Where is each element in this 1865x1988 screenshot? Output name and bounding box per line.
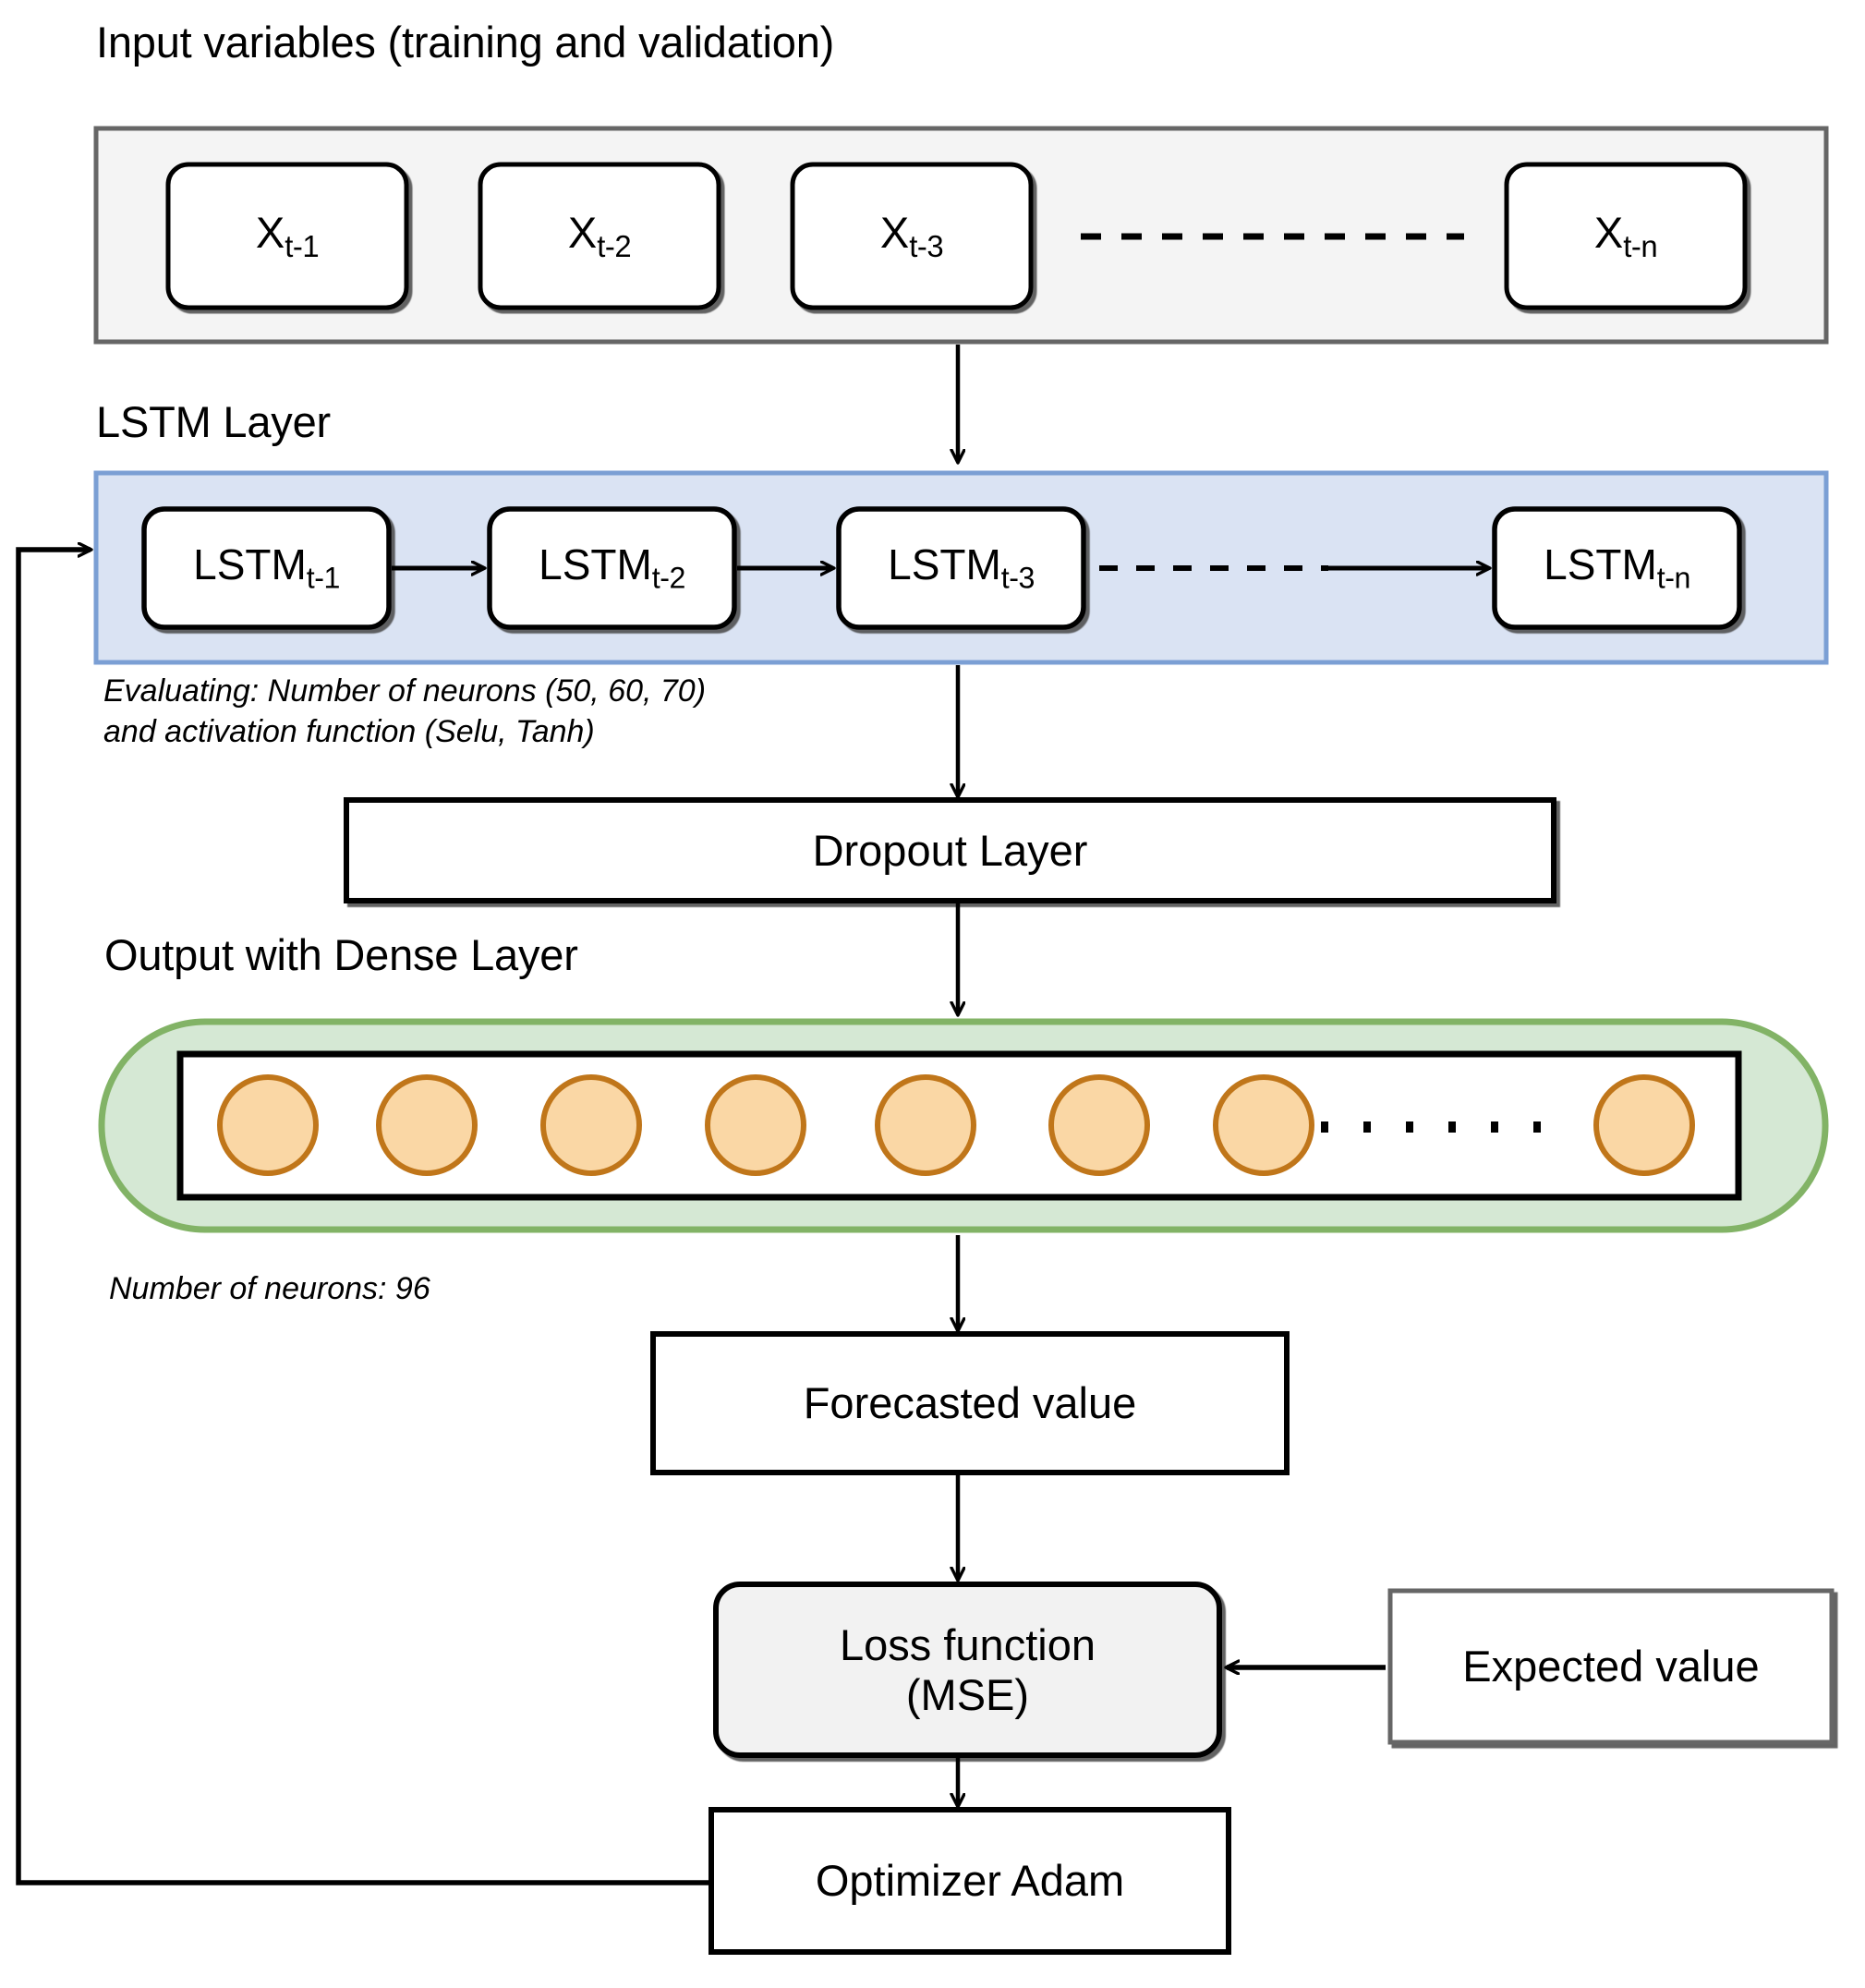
forecasted-value-box[interactable]	[650, 1331, 1290, 1475]
dense-neuron[interactable]	[705, 1074, 806, 1176]
lstm-node-box[interactable]	[1492, 506, 1742, 630]
lstm-evaluation-note-line2: and activation function (Selu, Tanh)	[103, 714, 595, 749]
input-node-box[interactable]	[790, 162, 1034, 310]
input-section-title: Input variables (training and validation…	[96, 18, 835, 67]
dense-neuron[interactable]	[376, 1074, 478, 1176]
loss-function-box[interactable]	[713, 1582, 1222, 1758]
optimizer-box[interactable]	[708, 1807, 1231, 1955]
dense-neuron[interactable]	[875, 1074, 976, 1176]
input-node-box[interactable]	[165, 162, 409, 310]
dense-section-title: Output with Dense Layer	[104, 930, 578, 979]
dense-neuron[interactable]	[540, 1074, 642, 1176]
dense-neuron[interactable]	[1593, 1074, 1695, 1176]
lstm-node-box[interactable]	[487, 506, 737, 630]
input-node-box[interactable]	[478, 162, 721, 310]
lstm-node-box[interactable]	[836, 506, 1086, 630]
dense-neuron[interactable]	[1048, 1074, 1150, 1176]
expected-value-box[interactable]	[1387, 1588, 1835, 1745]
dense-neuron-count-note: Number of neurons: 96	[109, 1271, 430, 1306]
input-node-box[interactable]	[1504, 162, 1748, 310]
arrow-feedback-optimizer-to-lstm	[16, 550, 711, 1885]
dropout-layer-box[interactable]	[344, 797, 1556, 903]
dense-neuron[interactable]	[217, 1074, 319, 1176]
lstm-evaluation-note-line1: Evaluating: Number of neurons (50, 60, 7…	[103, 673, 707, 709]
lstm-node-box[interactable]	[141, 506, 392, 630]
lstm-section-title: LSTM Layer	[96, 397, 331, 446]
dense-neuron[interactable]	[1213, 1074, 1314, 1176]
